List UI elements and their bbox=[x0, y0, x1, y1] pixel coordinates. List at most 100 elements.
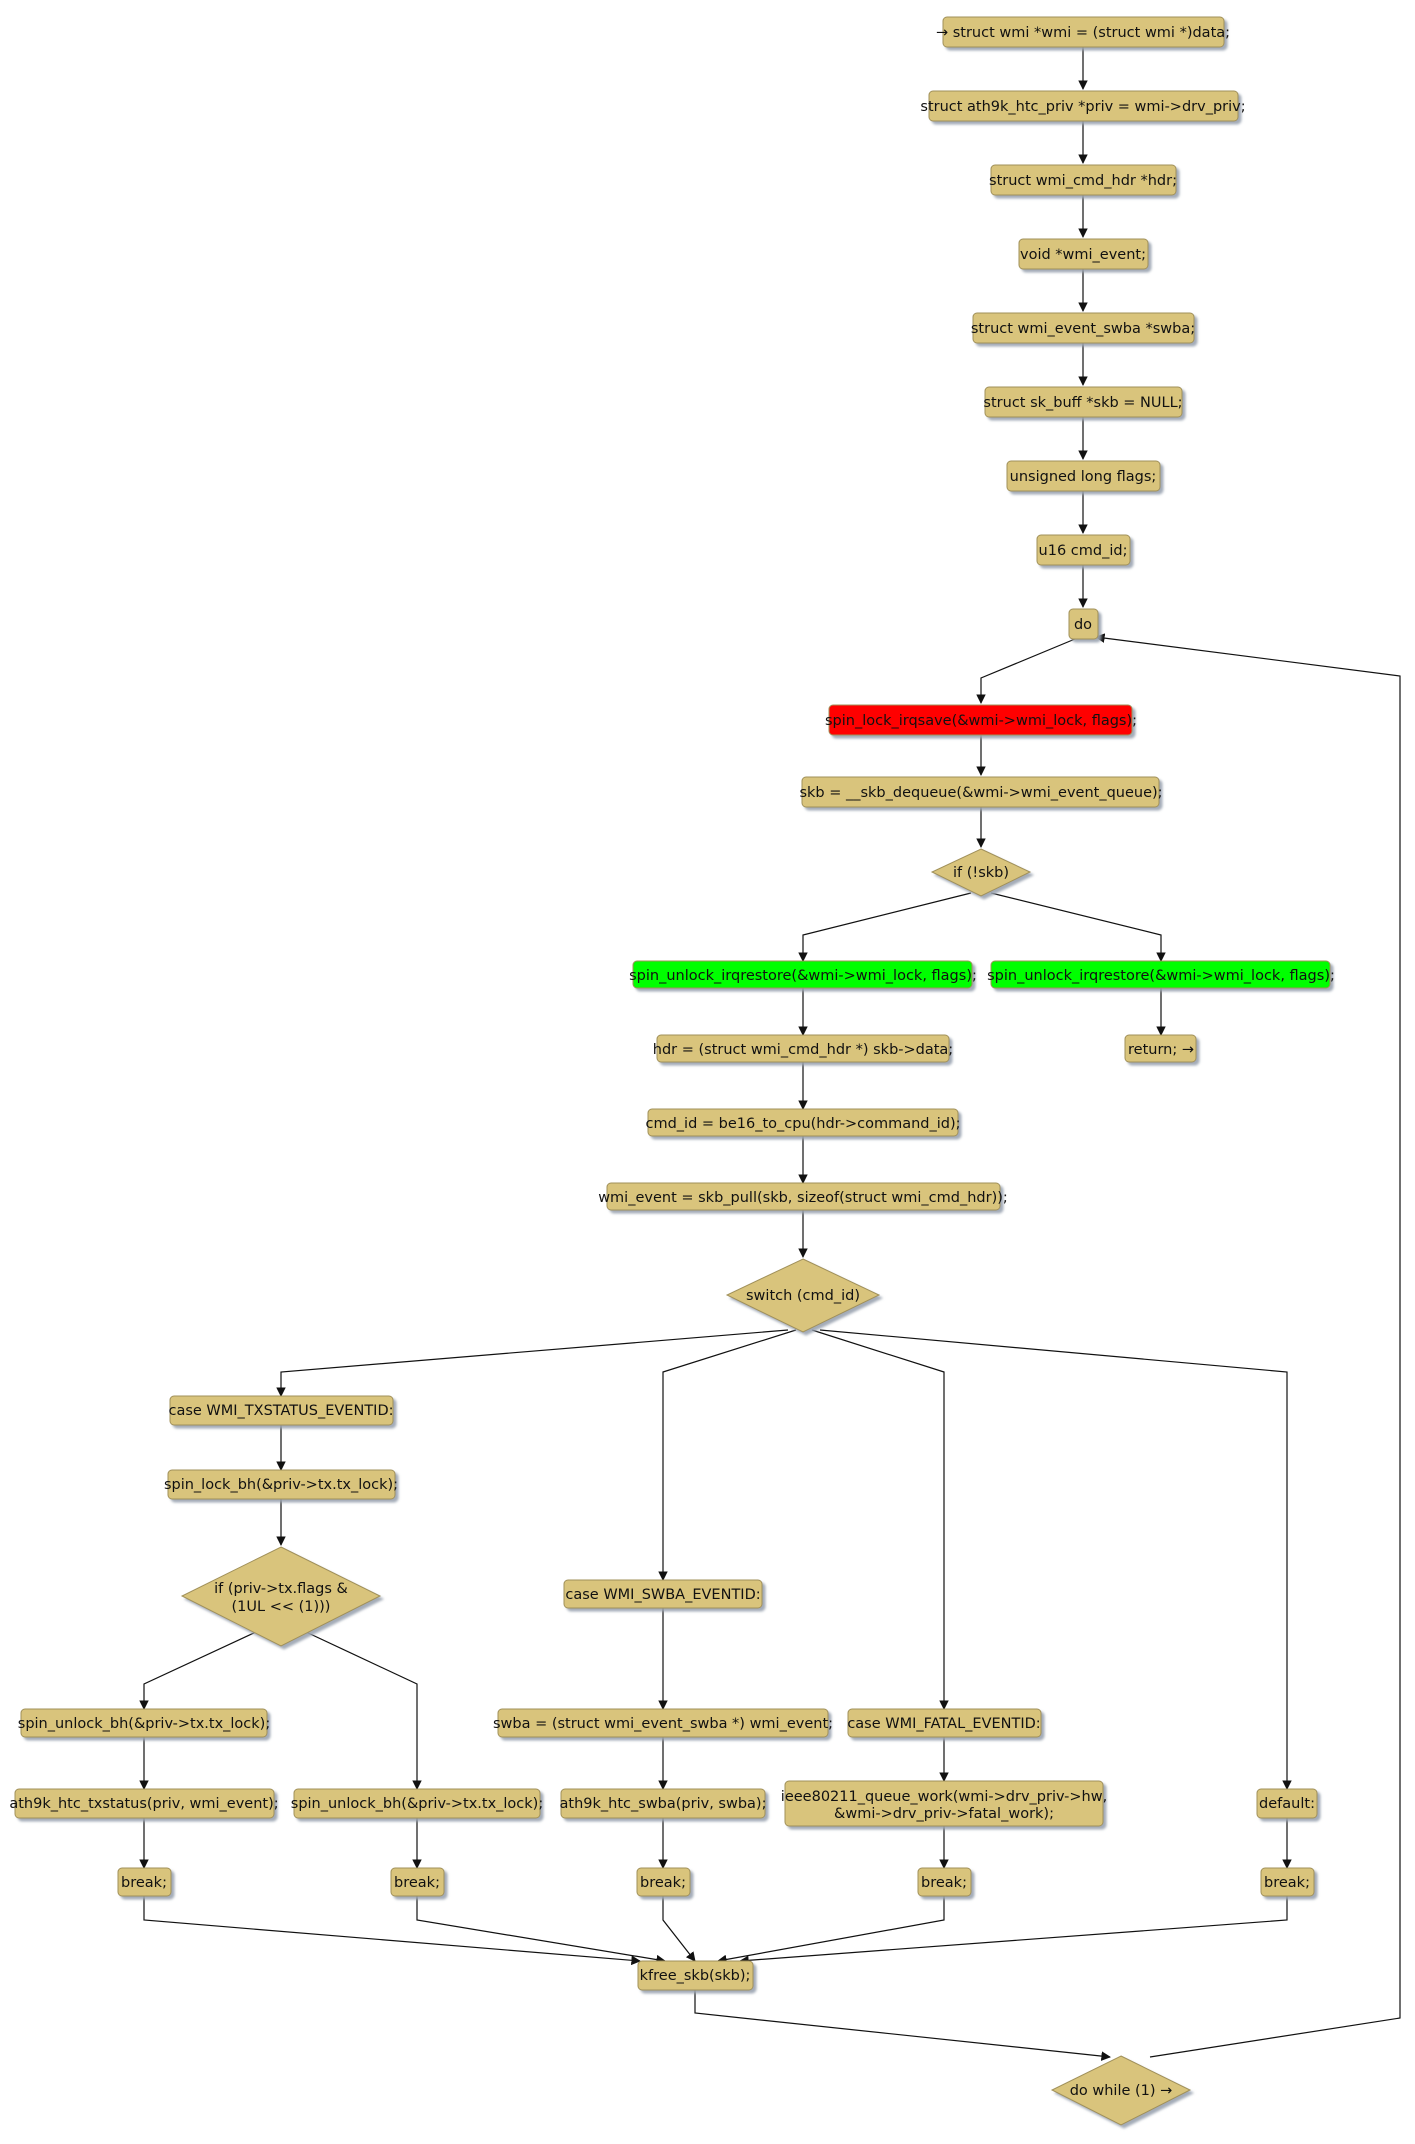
node-n9-label: do bbox=[1074, 617, 1092, 633]
edge-n36-n37 bbox=[739, 1896, 1288, 1966]
node-n21: spin_lock_bh(&priv->tx.tx_lock); bbox=[164, 1469, 398, 1500]
node-n37: kfree_skb(skb); bbox=[637, 1960, 754, 1991]
node-n27-label: break; bbox=[394, 1875, 440, 1891]
node-n18: wmi_event = skb_pull(skb, sizeof(struct … bbox=[598, 1182, 1008, 1211]
edge-n25-n37 bbox=[143, 1896, 641, 1966]
node-n5: struct wmi_event_swba *swba; bbox=[971, 312, 1195, 344]
node-n9-box bbox=[1068, 608, 1099, 640]
node-n22: if (priv->tx.flags & (1UL << (1))) bbox=[180, 1546, 382, 1647]
node-n23: spin_unlock_bh(&priv->tx.tx_lock); bbox=[18, 1708, 270, 1738]
edge-n22-n23 bbox=[139, 1631, 257, 1710]
node-n30: ath9k_htc_swba(priv, swba); bbox=[560, 1788, 766, 1819]
node-n8-box bbox=[1036, 534, 1131, 566]
node-n27-box bbox=[390, 1867, 445, 1897]
node-n35-box bbox=[1256, 1788, 1318, 1819]
node-n35: default: bbox=[1256, 1788, 1318, 1819]
edge-n37-n38 bbox=[694, 1990, 1111, 2061]
node-n10: spin_lock_irqsave(&wmi->wmi_lock, flags)… bbox=[825, 704, 1137, 736]
node-n34: break; bbox=[917, 1867, 972, 1897]
node-n13-box bbox=[632, 960, 973, 989]
node-n17-box bbox=[647, 1108, 959, 1137]
edge-n22-n26 bbox=[305, 1631, 422, 1790]
node-n20-label: case WMI_TXSTATUS_EVENTID: bbox=[168, 1403, 393, 1419]
node-n16: hdr = (struct wmi_cmd_hdr *) skb->data; bbox=[653, 1034, 953, 1063]
node-n4-box bbox=[1018, 238, 1149, 270]
node-n2: struct ath9k_htc_priv *priv = wmi->drv_p… bbox=[920, 90, 1246, 122]
edge-loop-back bbox=[1095, 633, 1401, 2058]
node-n15-box bbox=[1124, 1034, 1197, 1063]
node-n4: void *wmi_event; bbox=[1018, 238, 1149, 270]
node-n12-diamond bbox=[930, 848, 1032, 897]
edges bbox=[139, 47, 1401, 2061]
node-n6-label: struct sk_buff *skb = NULL; bbox=[983, 395, 1182, 411]
node-n23-label: spin_unlock_bh(&priv->tx.tx_lock); bbox=[18, 1716, 270, 1732]
node-n3: struct wmi_cmd_hdr *hdr; bbox=[989, 164, 1177, 196]
node-n36-label: break; bbox=[1264, 1875, 1310, 1891]
node-n31: break; bbox=[636, 1867, 691, 1897]
node-n15-label: return; → bbox=[1128, 1042, 1194, 1058]
node-n18-box bbox=[606, 1182, 1001, 1211]
node-n12-label: if (!skb) bbox=[953, 865, 1009, 881]
node-n5-label: struct wmi_event_swba *swba; bbox=[971, 321, 1195, 337]
edge-n12-n14 bbox=[990, 892, 1166, 962]
node-n2-box bbox=[928, 90, 1239, 122]
edge-n31-n37 bbox=[662, 1896, 696, 1962]
edge-n19-n35 bbox=[819, 1329, 1292, 1790]
node-n20: case WMI_TXSTATUS_EVENTID: bbox=[168, 1395, 394, 1426]
node-n28: case WMI_SWBA_EVENTID: bbox=[563, 1579, 763, 1609]
node-n29-box bbox=[497, 1708, 829, 1738]
edge-n27-n37 bbox=[416, 1896, 666, 1965]
node-n3-label: struct wmi_cmd_hdr *hdr; bbox=[989, 173, 1177, 189]
node-n33-label: ieee80211_queue_work(wmi->drv_priv->hw, bbox=[781, 1789, 1107, 1805]
node-n37-box bbox=[637, 1960, 754, 1991]
edge-n19-n32 bbox=[811, 1329, 949, 1710]
node-n21-box bbox=[167, 1469, 396, 1500]
node-n35-label: default: bbox=[1259, 1796, 1315, 1812]
node-n34-label: break; bbox=[921, 1875, 967, 1891]
node-n11-label: skb = __skb_dequeue(&wmi->wmi_event_queu… bbox=[799, 785, 1162, 801]
node-n17-label: cmd_id = be16_to_cpu(hdr->command_id); bbox=[645, 1116, 960, 1132]
node-n1: → struct wmi *wmi = (struct wmi *)data; bbox=[936, 16, 1230, 48]
node-n15: return; → bbox=[1124, 1034, 1197, 1063]
node-n38-label: do while (1) → bbox=[1070, 2083, 1173, 2099]
node-n37-label: kfree_skb(skb); bbox=[640, 1968, 751, 1984]
node-n25-box bbox=[117, 1867, 172, 1897]
node-n12: if (!skb) bbox=[930, 848, 1032, 897]
node-n31-box bbox=[636, 1867, 691, 1897]
node-n38: do while (1) → bbox=[1050, 2055, 1192, 2126]
node-n32-label: case WMI_FATAL_EVENTID: bbox=[847, 1716, 1040, 1732]
node-n16-label: hdr = (struct wmi_cmd_hdr *) skb->data; bbox=[653, 1042, 953, 1058]
edge-n9-n10 bbox=[976, 638, 1076, 704]
node-n28-box bbox=[563, 1579, 763, 1609]
node-n24-box bbox=[14, 1788, 275, 1819]
node-n6-box bbox=[984, 386, 1183, 418]
node-n32-box bbox=[847, 1708, 1042, 1738]
node-n23-box bbox=[20, 1708, 268, 1738]
node-n25: break; bbox=[117, 1867, 172, 1897]
node-n17: cmd_id = be16_to_cpu(hdr->command_id); bbox=[645, 1108, 961, 1137]
node-n26-box bbox=[293, 1788, 541, 1819]
node-n22-label-line2: (1UL << (1))) bbox=[232, 1599, 331, 1615]
node-n14-box bbox=[990, 960, 1331, 989]
node-n28-label: case WMI_SWBA_EVENTID: bbox=[565, 1587, 760, 1603]
node-n16-box bbox=[656, 1034, 950, 1063]
node-n29-label: swba = (struct wmi_event_swba *) wmi_eve… bbox=[493, 1716, 833, 1732]
edge-n34-n37 bbox=[717, 1896, 945, 1965]
node-n22-diamond bbox=[180, 1546, 382, 1647]
node-n2-label: struct ath9k_htc_priv *priv = wmi->drv_p… bbox=[920, 99, 1245, 115]
node-n36-box bbox=[1260, 1867, 1315, 1897]
node-n25-label: break; bbox=[121, 1875, 167, 1891]
node-n19-diamond bbox=[725, 1258, 881, 1333]
node-n1-box bbox=[942, 16, 1225, 48]
node-n38-diamond bbox=[1050, 2055, 1192, 2126]
node-n34-box bbox=[917, 1867, 972, 1897]
node-n33-label-line2: &wmi->drv_priv->fatal_work); bbox=[834, 1806, 1054, 1822]
node-n8: u16 cmd_id; bbox=[1036, 534, 1131, 566]
node-n24: ath9k_htc_txstatus(priv, wmi_event); bbox=[9, 1788, 279, 1819]
node-n13-label: spin_unlock_irqrestore(&wmi->wmi_lock, f… bbox=[629, 968, 977, 984]
node-n3-box bbox=[990, 164, 1177, 196]
node-n24-label: ath9k_htc_txstatus(priv, wmi_event); bbox=[9, 1796, 278, 1812]
node-n14: spin_unlock_irqrestore(&wmi->wmi_lock, f… bbox=[987, 960, 1335, 989]
node-n10-label: spin_lock_irqsave(&wmi->wmi_lock, flags)… bbox=[825, 713, 1137, 729]
node-n5-box bbox=[972, 312, 1195, 344]
